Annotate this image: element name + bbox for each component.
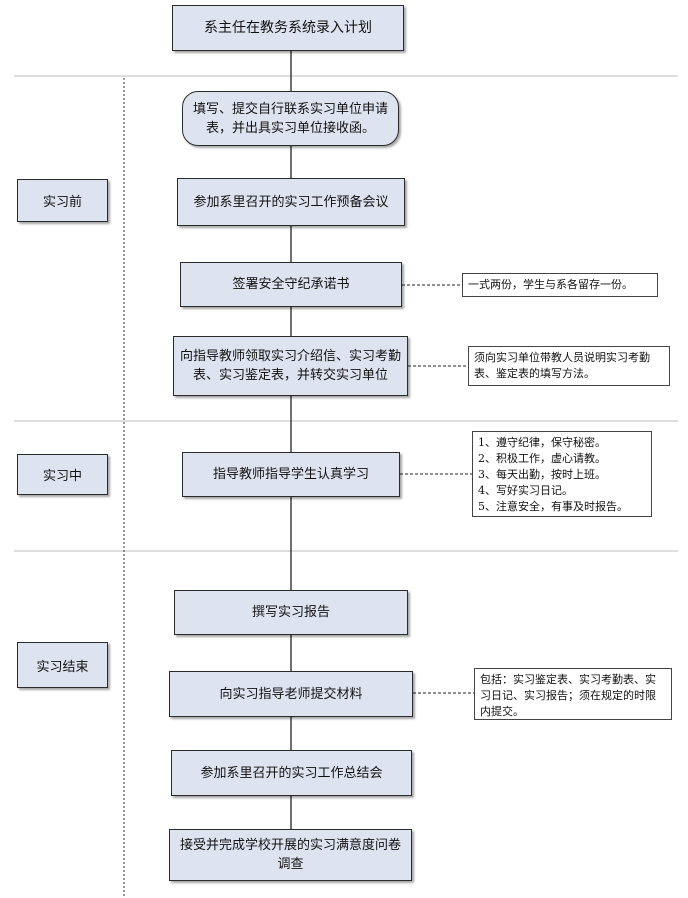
stage-label: 实习中 bbox=[42, 469, 82, 484]
stage-during: 实习中 bbox=[17, 454, 108, 495]
step-summary-meeting: 参加系里召开的实习工作总结会 bbox=[171, 750, 412, 796]
step-satisfaction-survey: 接受并完成学校开展的实习满意度问卷调查 bbox=[169, 829, 412, 881]
step-sign-pledge: 签署安全守纪承诺书 bbox=[180, 262, 402, 307]
step-prep-meeting: 参加系里召开的实习工作预备会议 bbox=[177, 178, 405, 226]
stage-before: 实习前 bbox=[17, 179, 108, 222]
step-collect-documents: 向指导教师领取实习介绍信、实习考勤表、实习鉴定表，并转交实习单位 bbox=[173, 336, 408, 396]
note-internship-rules: 1、遵守纪律，保守秘密。 2、积极工作，虚心请教。 3、每天出勤，按时上班。 4… bbox=[472, 431, 652, 517]
rule-item: 5、注意安全，有事及时报告。 bbox=[478, 500, 628, 513]
step-teacher-guidance: 指导教师指导学生认真学习 bbox=[182, 452, 400, 497]
note-pledge-copies: 一式两份，学生与系各留存一份。 bbox=[462, 273, 658, 297]
rule-item: 4、写好实习日记。 bbox=[478, 484, 573, 497]
stage-end: 实习结束 bbox=[17, 642, 108, 688]
step-submit-application: 填写、提交自行联系实习单位申请表，并出具实习单位接收函。 bbox=[182, 91, 399, 146]
stage-label: 实习结束 bbox=[36, 659, 89, 675]
rule-item: 3、每天出勤，按时上班。 bbox=[478, 468, 606, 481]
step-enter-plan: 系主任在教务系统录入计划 bbox=[172, 5, 404, 51]
step-write-report: 撰写实习报告 bbox=[174, 590, 408, 635]
stage-label: 实习前 bbox=[42, 195, 82, 210]
rule-item: 2、积极工作，虚心请教。 bbox=[478, 452, 606, 465]
note-materials-list: 包括：实习鉴定表、实习考勤表、实习日记、实习报告；须在规定的时限内提交。 bbox=[474, 668, 672, 720]
step-submit-materials: 向实习指导老师提交材料 bbox=[169, 671, 413, 717]
note-explain-forms: 须向实习单位带教人员说明实习考勤表、鉴定表的填写方法。 bbox=[468, 346, 670, 386]
rule-item: 1、遵守纪律，保守秘密。 bbox=[478, 436, 606, 449]
